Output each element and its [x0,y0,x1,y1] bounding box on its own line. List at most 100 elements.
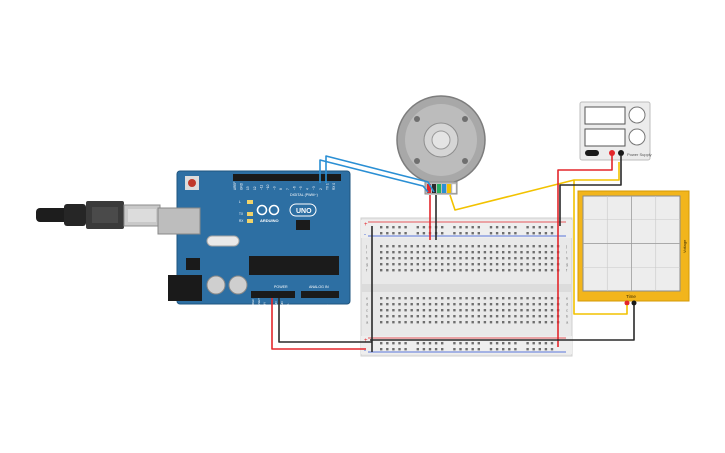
breadboard-hole[interactable] [471,303,474,306]
breadboard-rail-hole[interactable] [495,226,499,229]
breadboard-hole[interactable] [422,245,426,248]
breadboard-hole[interactable] [410,257,413,260]
breadboard-hole[interactable] [477,245,480,248]
breadboard-hole[interactable] [434,321,438,324]
breadboard-hole[interactable] [508,269,511,272]
breadboard-hole[interactable] [489,257,493,260]
breadboard-hole[interactable] [434,245,438,248]
breadboard-hole[interactable] [380,303,383,306]
breadboard-hole[interactable] [532,251,535,254]
breadboard-hole[interactable] [428,269,432,272]
breadboard-hole[interactable] [386,263,389,266]
wire-yellow-scope[interactable] [573,180,628,315]
breadboard-rail-hole[interactable] [398,342,401,345]
breadboard-hole[interactable] [428,251,432,254]
breadboard-hole[interactable] [471,309,474,312]
breadboard-hole[interactable] [422,263,426,266]
breadboard-hole[interactable] [441,297,444,300]
breadboard-hole[interactable] [526,303,529,306]
breadboard-hole[interactable] [471,251,474,254]
breadboard-hole[interactable] [434,303,438,306]
breadboard-rail-hole[interactable] [386,232,389,235]
breadboard-hole[interactable] [392,315,395,318]
breadboard-hole[interactable] [477,257,480,260]
breadboard-hole[interactable] [550,321,554,324]
usb-cable[interactable] [36,201,161,229]
breadboard-hole[interactable] [477,321,480,324]
breadboard-hole[interactable] [404,257,407,260]
breadboard-hole[interactable] [508,321,511,324]
breadboard-hole[interactable] [550,309,554,312]
breadboard-hole[interactable] [514,269,517,272]
breadboard-hole[interactable] [441,257,444,260]
breadboard-hole[interactable] [459,321,462,324]
breadboard-hole[interactable] [404,251,407,254]
wire-blue-1[interactable] [319,159,429,193]
breadboard-rail-hole[interactable] [526,348,529,351]
wire-red-supply[interactable] [557,155,613,347]
breadboard-hole[interactable] [447,269,450,272]
breadboard-rail-hole[interactable] [502,232,505,235]
breadboard-rail-hole[interactable] [380,232,383,235]
breadboard-rail-hole[interactable] [532,232,535,235]
breadboard-hole[interactable] [380,269,383,272]
breadboard-hole[interactable] [428,321,432,324]
breadboard-rail-hole[interactable] [477,232,480,235]
breadboard-hole[interactable] [544,263,548,266]
breadboard-hole[interactable] [459,251,462,254]
breadboard-rail-hole[interactable] [514,226,517,229]
breadboard-hole[interactable] [465,257,468,260]
breadboard-rail-hole[interactable] [380,226,383,229]
breadboard-hole[interactable] [447,303,450,306]
breadboard-hole[interactable] [471,257,474,260]
breadboard-hole[interactable] [453,297,456,300]
breadboard-hole[interactable] [520,263,523,266]
breadboard-rail-hole[interactable] [453,342,456,345]
oscilloscope[interactable]: Time Voltage [577,190,690,306]
breadboard-rail-hole[interactable] [392,342,395,345]
breadboard-rail-hole[interactable] [404,226,407,229]
breadboard-rail-hole[interactable] [526,342,529,345]
breadboard-hole[interactable] [489,297,493,300]
breadboard-rail-hole[interactable] [398,226,401,229]
breadboard-hole[interactable] [441,315,444,318]
breadboard-hole[interactable] [465,269,468,272]
breadboard-rail-hole[interactable] [495,342,499,345]
breadboard-hole[interactable] [465,297,468,300]
breadboard-hole[interactable] [514,297,517,300]
breadboard-hole[interactable] [386,245,389,248]
breadboard-hole[interactable] [532,245,535,248]
breadboard-hole[interactable] [483,321,487,324]
breadboard-hole[interactable] [538,251,541,254]
breadboard-hole[interactable] [489,309,493,312]
breadboard-hole[interactable] [550,245,554,248]
breadboard-hole[interactable] [392,257,395,260]
breadboard-rail-hole[interactable] [459,232,462,235]
breadboard-hole[interactable] [465,263,468,266]
wire-black-supply[interactable] [559,155,622,226]
breadboard-hole[interactable] [538,269,541,272]
wire-black-scope[interactable] [370,305,635,341]
breadboard-hole[interactable] [514,303,517,306]
breadboard-hole[interactable] [495,297,499,300]
breadboard-hole[interactable] [447,315,450,318]
breadboard-rail-hole[interactable] [532,226,535,229]
breadboard-hole[interactable] [483,303,487,306]
breadboard-hole[interactable] [386,269,389,272]
breadboard-hole[interactable] [544,257,548,260]
breadboard-hole[interactable] [447,251,450,254]
breadboard-hole[interactable] [404,263,407,266]
breadboard-rail-hole[interactable] [495,348,499,351]
breadboard-hole[interactable] [550,263,554,266]
breadboard-hole[interactable] [483,315,487,318]
breadboard-hole[interactable] [483,251,487,254]
breadboard-rail-hole[interactable] [380,342,383,345]
breadboard-hole[interactable] [398,315,401,318]
breadboard-rail-hole[interactable] [398,232,401,235]
breadboard-rail-hole[interactable] [508,232,511,235]
breadboard-rail-hole[interactable] [441,342,444,345]
breadboard-hole[interactable] [483,309,487,312]
breadboard-hole[interactable] [520,309,523,312]
breadboard-hole[interactable] [508,251,511,254]
